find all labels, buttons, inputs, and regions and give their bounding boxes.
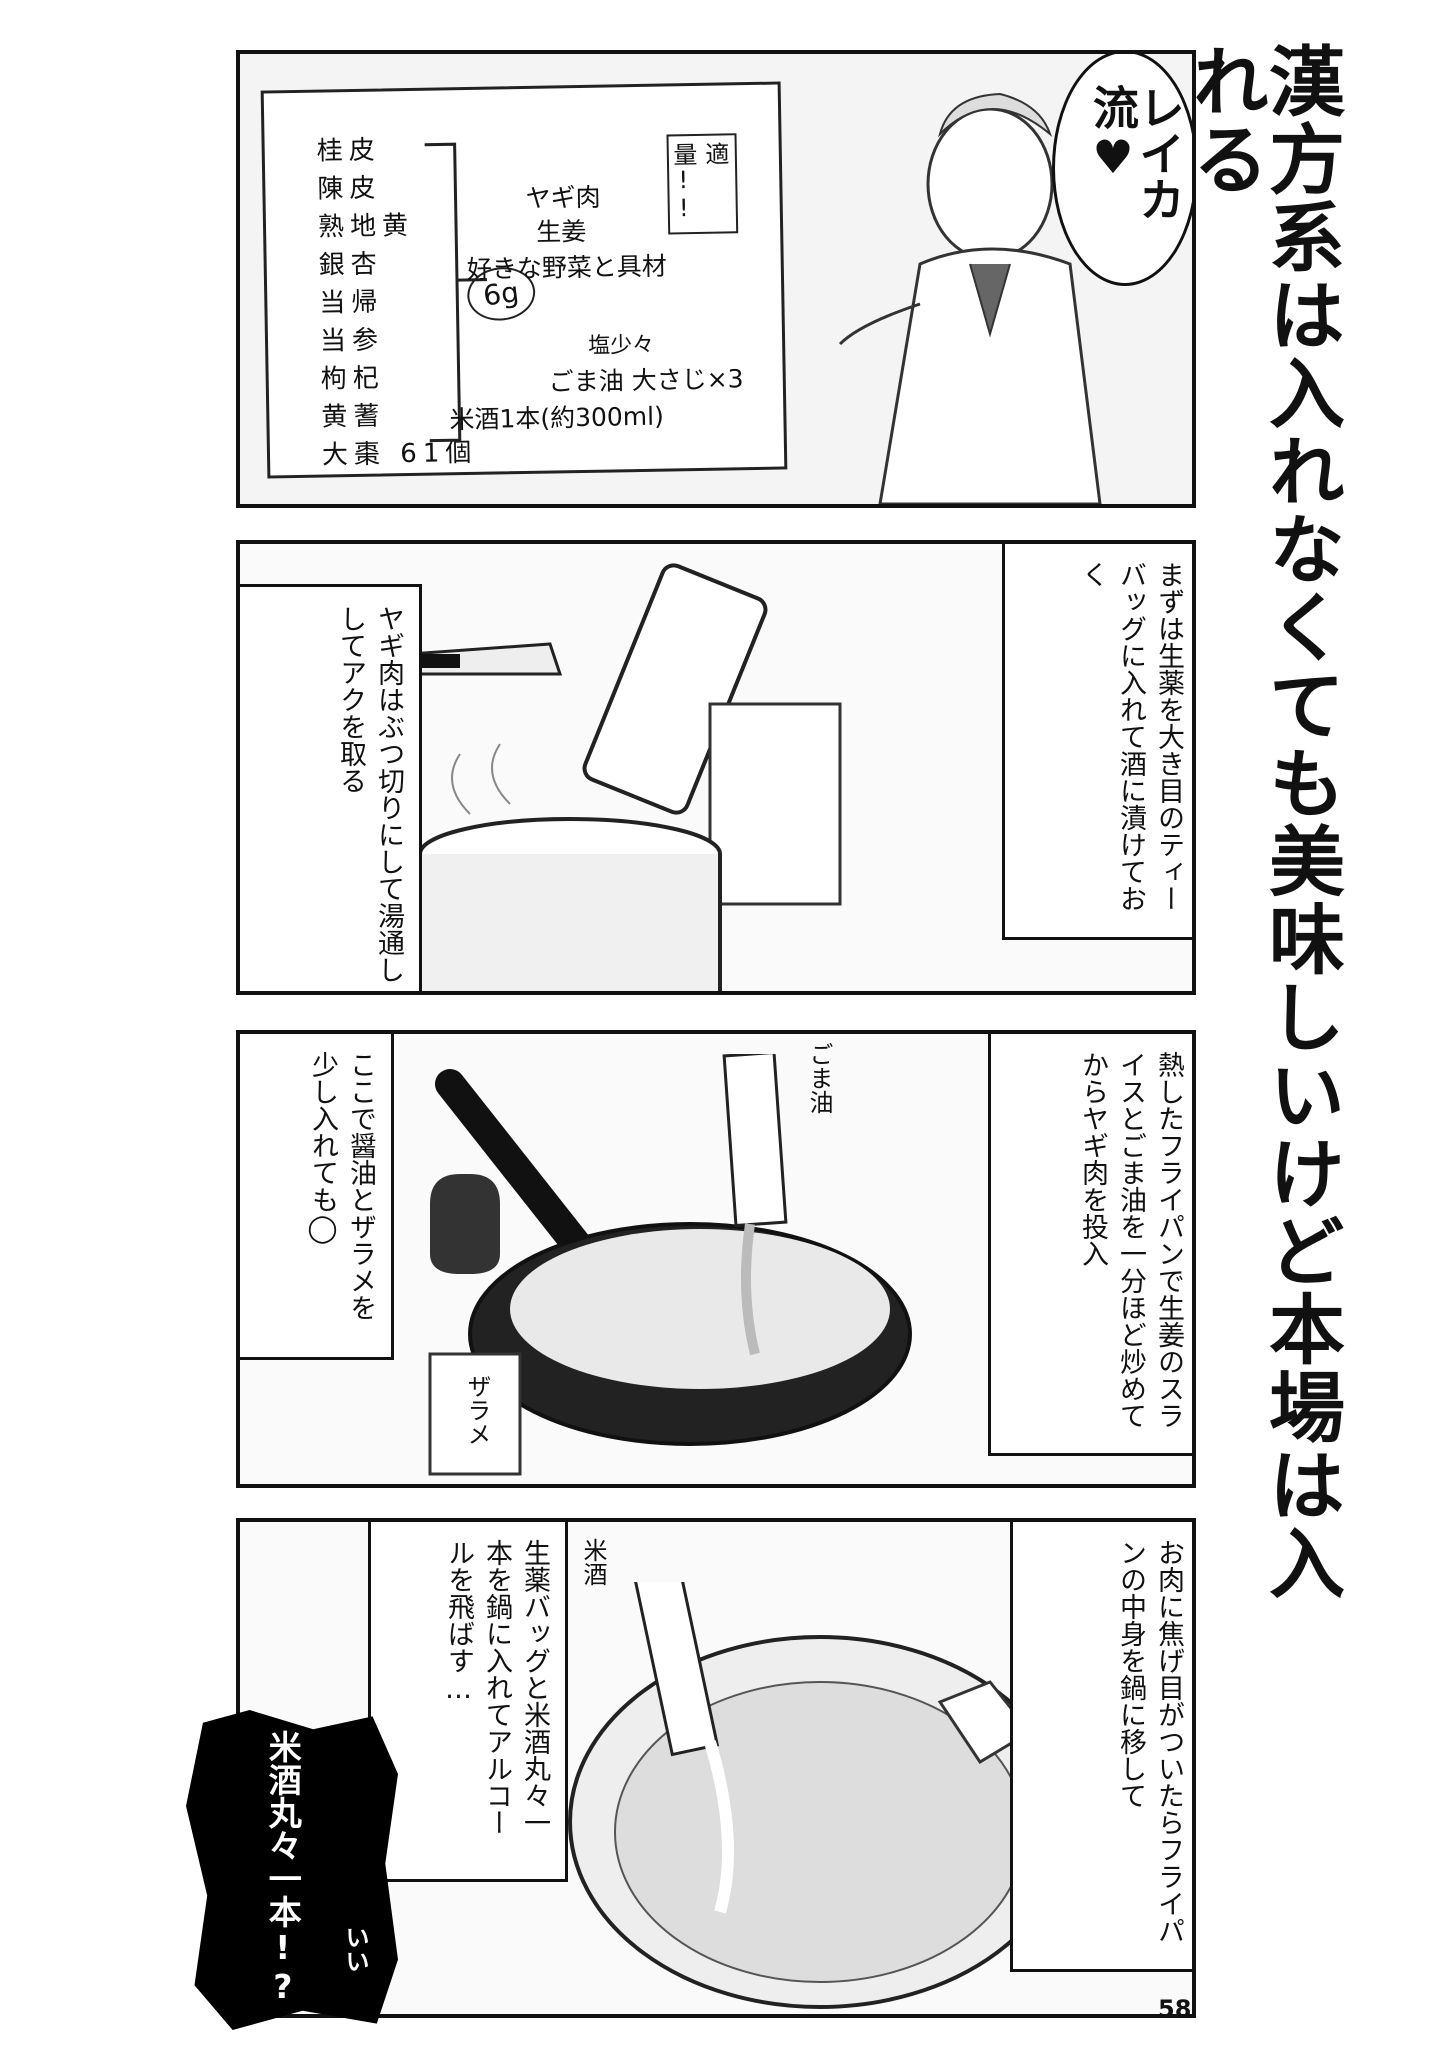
- shout-text: 米酒丸々一本!?: [263, 1730, 303, 2006]
- herb-item: 当帰: [319, 287, 384, 319]
- shout-small: いい: [341, 1925, 369, 1973]
- herb-item: 桂皮: [316, 135, 381, 167]
- herb-item: 銀杏: [318, 249, 383, 281]
- panel-frying: ごま油 ザラメ 熱したフライパンで生姜のスライスとごま油を一分ほど炒めてからヤギ…: [236, 1030, 1196, 1488]
- panel-pot: 米酒 お肉に焦げ目がついたらフライパンの中身を鍋に移して 生薬バッグと米酒丸々一…: [236, 1518, 1196, 2018]
- bottle-label: ごま油: [805, 1042, 833, 1114]
- caption-right: 熱したフライパンで生姜のスライスとごま油を一分ほど炒めてからヤギ肉を投入: [988, 1034, 1192, 1456]
- panel-prep: まずは生薬を大き目のティーバッグに入れて酒に漬けておく ヤギ肉はぶつ切りにして湯…: [236, 540, 1196, 995]
- frypan-illustration: [428, 1054, 912, 1476]
- pot-illustration: [568, 1582, 1072, 2009]
- herb-item: 熟地黄: [317, 210, 415, 243]
- ingredient-item: 生姜: [535, 216, 587, 247]
- character-illustration: [838, 92, 1102, 504]
- page-number: 58: [1158, 1995, 1192, 2023]
- ingredient-item: 好きな野菜と具材: [466, 251, 668, 284]
- sugar-label: ザラメ: [463, 1374, 491, 1446]
- caption-right: まずは生薬を大き目のティーバッグに入れて酒に漬けておく: [1002, 544, 1192, 940]
- herb-item: 黄蓍: [321, 401, 386, 433]
- herb-list: 桂皮 陳皮 熟地黄 銀杏 当帰 当参 枸杞 黄蓍 大棗 61個: [264, 85, 778, 470]
- herb-item: 当参: [319, 325, 385, 357]
- caption-mid: 生薬バッグと米酒丸々一本を鍋に入れてアルコールを飛ばす…: [368, 1522, 568, 1882]
- herb-item: 陳皮: [317, 173, 382, 205]
- herb-item: 枸杞: [320, 363, 385, 395]
- amount-note: 適量!!: [666, 133, 739, 235]
- seasoning-item: ごま油 大さじ×3: [548, 364, 744, 397]
- bottle-label: 米酒: [579, 1538, 607, 1586]
- caption-left: ヤギ肉はぶつ切りにして湯通ししてアクを取る: [240, 584, 422, 991]
- recipe-card: 桂皮 陳皮 熟地黄 銀杏 当帰 当参 枸杞 黄蓍 大棗 61個 6g ヤギ肉 生…: [260, 81, 788, 479]
- bubble-text: レイカ流♥: [1086, 84, 1186, 222]
- cooking-illustration: [400, 563, 842, 991]
- shout-burst: [186, 1710, 398, 2030]
- seasoning-item: 塩少々: [587, 332, 655, 359]
- caption-right: お肉に焦げ目がついたらフライパンの中身を鍋に移して: [1010, 1522, 1192, 1972]
- panel-ingredients: 桂皮 陳皮 熟地黄 銀杏 当帰 当参 枸杞 黄蓍 大棗 61個 6g ヤギ肉 生…: [236, 50, 1196, 508]
- ingredient-item: ヤギ肉: [525, 182, 601, 213]
- bracket-icon: [424, 142, 488, 443]
- speech-bubble: [1052, 54, 1192, 286]
- seasoning-item: 米酒1本(約300ml): [449, 401, 665, 435]
- page-title: 漢方系は入れなくても美味しいけど本場は入れる: [1180, 42, 1345, 1602]
- caption-left: ここで醤油とザラメを少し入れても◯: [240, 1034, 394, 1360]
